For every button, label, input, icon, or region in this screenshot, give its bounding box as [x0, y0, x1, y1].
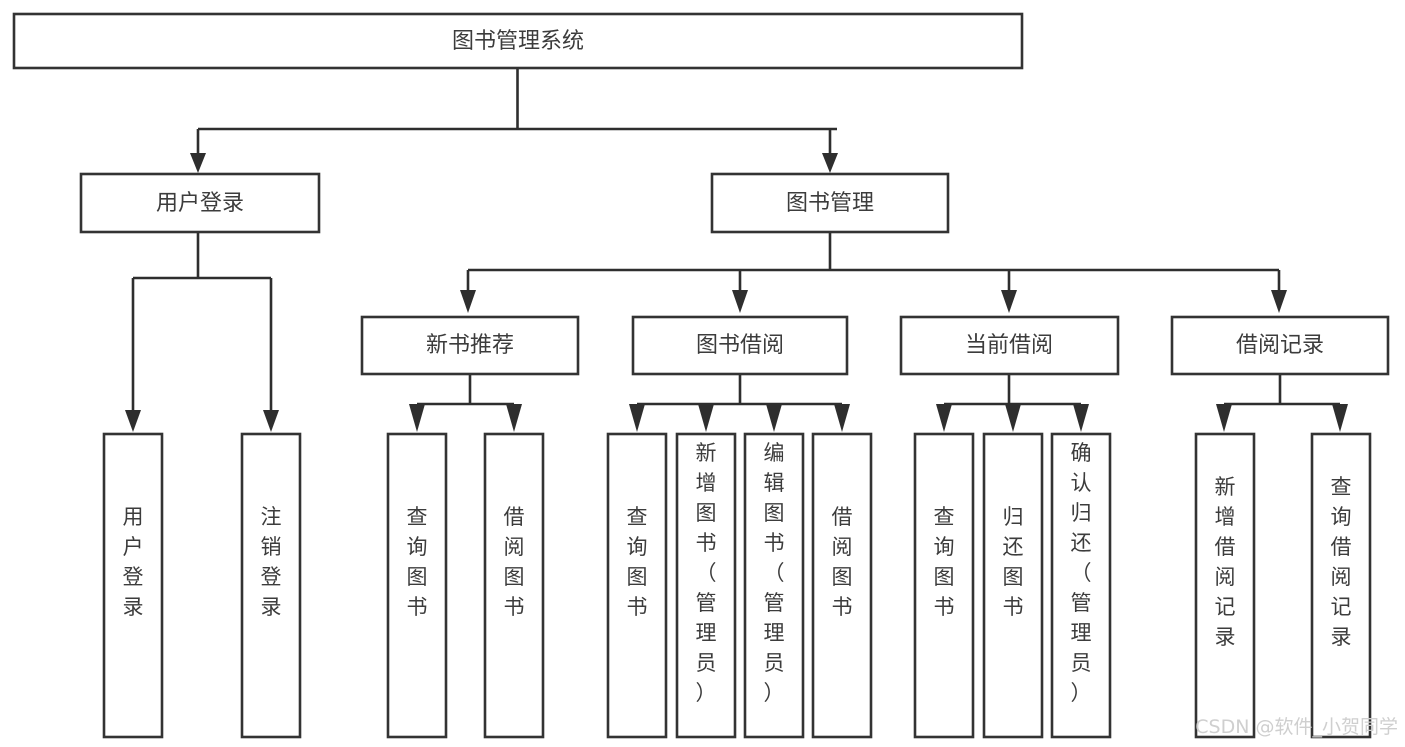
arrowhead-book-borrow [732, 290, 748, 313]
node-leaf-logout-login-box[interactable] [240, 432, 302, 739]
node-leaf-query-book-1[interactable]: 查询图书 [386, 432, 448, 739]
arrowhead-leaf-query-record [1332, 404, 1348, 432]
csdn-watermark: CSDN @软件_小贺同学 [1195, 716, 1398, 738]
node-leaf-borrow-book-1-box[interactable] [483, 432, 545, 739]
node-leaf-add-record-label: 新增借阅记录 [1215, 475, 1236, 649]
connector-group [125, 68, 1348, 432]
node-book-borrow-label: 图书借阅 [696, 333, 784, 358]
arrowhead-book-management [822, 153, 838, 173]
node-leaf-query-book-2[interactable]: 查询图书 [606, 432, 668, 739]
node-current-borrow[interactable]: 当前借阅 [899, 315, 1120, 376]
node-leaf-query-book-2-box[interactable] [606, 432, 668, 739]
node-leaf-return-book[interactable]: 归还图书 [982, 432, 1044, 739]
node-leaf-query-book-1-label: 查询图书 [407, 505, 428, 619]
node-leaf-borrow-book-2-label: 借阅图书 [832, 505, 853, 619]
arrowhead-leaf-user-login [125, 410, 141, 432]
node-leaf-edit-book-label: 编辑图书（管理员） [764, 441, 785, 705]
arrowhead-user-login [190, 153, 206, 173]
node-leaf-add-book-label: 新增图书（管理员） [696, 441, 717, 705]
node-leaf-query-book-3-label: 查询图书 [934, 505, 955, 619]
arrowhead-leaf-borrow-book-2 [834, 404, 850, 432]
node-leaf-edit-book[interactable]: 编辑图书（管理员） [743, 432, 805, 739]
node-current-borrow-label: 当前借阅 [965, 333, 1053, 358]
arrowhead-leaf-return-book [1005, 404, 1021, 432]
node-leaf-confirm-return[interactable]: 确认归还（管理员） [1050, 432, 1112, 739]
node-leaf-borrow-book-2[interactable]: 借阅图书 [811, 432, 873, 739]
node-leaf-borrow-book-2-box[interactable] [811, 432, 873, 739]
node-user-login[interactable]: 用户登录 [79, 172, 321, 234]
node-leaf-add-book[interactable]: 新增图书（管理员） [675, 432, 737, 739]
node-leaf-query-book-3[interactable]: 查询图书 [913, 432, 975, 739]
node-book-borrow[interactable]: 图书借阅 [631, 315, 849, 376]
node-leaf-add-book-box[interactable] [675, 432, 737, 739]
node-root[interactable]: 图书管理系统 [12, 12, 1024, 70]
node-leaf-query-record-label: 查询借阅记录 [1331, 475, 1352, 649]
arrowhead-leaf-query-book-3 [936, 404, 952, 432]
node-leaf-query-record-box[interactable] [1310, 432, 1372, 739]
arrowhead-leaf-borrow-book-1 [506, 404, 522, 432]
node-leaf-confirm-return-box[interactable] [1050, 432, 1112, 739]
node-leaf-query-book-3-box[interactable] [913, 432, 975, 739]
node-user-login-label: 用户登录 [156, 191, 244, 216]
node-leaf-user-login-label: 用户登录 [123, 505, 144, 619]
node-leaf-query-record[interactable]: 查询借阅记录 [1310, 432, 1372, 739]
arrowhead-leaf-query-book-2 [629, 404, 645, 432]
node-leaf-query-book-1-box[interactable] [386, 432, 448, 739]
arrowhead-leaf-logout-login [263, 410, 279, 432]
node-borrow-record[interactable]: 借阅记录 [1170, 315, 1390, 376]
node-leaf-borrow-book-1-label: 借阅图书 [504, 505, 525, 619]
node-leaf-add-record-box[interactable] [1194, 432, 1256, 739]
node-leaf-query-book-2-label: 查询图书 [627, 505, 648, 619]
arrowhead-leaf-edit-book [766, 404, 782, 432]
node-user-login-box[interactable] [79, 172, 321, 234]
node-leaf-borrow-book-1[interactable]: 借阅图书 [483, 432, 545, 739]
node-new-book-recommend-label: 新书推荐 [426, 333, 514, 358]
node-borrow-record-box[interactable] [1170, 315, 1390, 376]
node-book-borrow-box[interactable] [631, 315, 849, 376]
node-current-borrow-box[interactable] [899, 315, 1120, 376]
node-leaf-logout-login-label: 注销登录 [261, 505, 282, 619]
arrowhead-borrow-record [1271, 290, 1287, 313]
node-root-box[interactable] [12, 12, 1024, 70]
node-leaf-confirm-return-label: 确认归还（管理员） [1071, 441, 1092, 705]
node-new-book-recommend-box[interactable] [360, 315, 580, 376]
arrowhead-leaf-query-book-1 [409, 404, 425, 432]
arrowhead-new-book-recommend [460, 290, 476, 313]
node-borrow-record-label: 借阅记录 [1236, 333, 1324, 358]
node-leaf-logout-login[interactable]: 注销登录 [240, 432, 302, 739]
node-book-management-label: 图书管理 [786, 191, 874, 216]
node-book-management-box[interactable] [710, 172, 950, 234]
node-leaf-return-book-label: 归还图书 [1003, 505, 1024, 619]
node-root-label: 图书管理系统 [452, 29, 584, 54]
node-leaf-user-login[interactable]: 用户登录 [102, 432, 164, 739]
node-new-book-recommend[interactable]: 新书推荐 [360, 315, 580, 376]
arrowhead-leaf-add-book [698, 404, 714, 432]
node-leaf-user-login-box[interactable] [102, 432, 164, 739]
node-leaf-return-book-box[interactable] [982, 432, 1044, 739]
arrowhead-leaf-add-record [1216, 404, 1232, 432]
arrowhead-current-borrow [1001, 290, 1017, 313]
arrowhead-leaf-confirm-return [1073, 404, 1089, 432]
node-leaf-add-record[interactable]: 新增借阅记录 [1194, 432, 1256, 739]
node-book-management[interactable]: 图书管理 [710, 172, 950, 234]
node-leaf-edit-book-box[interactable] [743, 432, 805, 739]
